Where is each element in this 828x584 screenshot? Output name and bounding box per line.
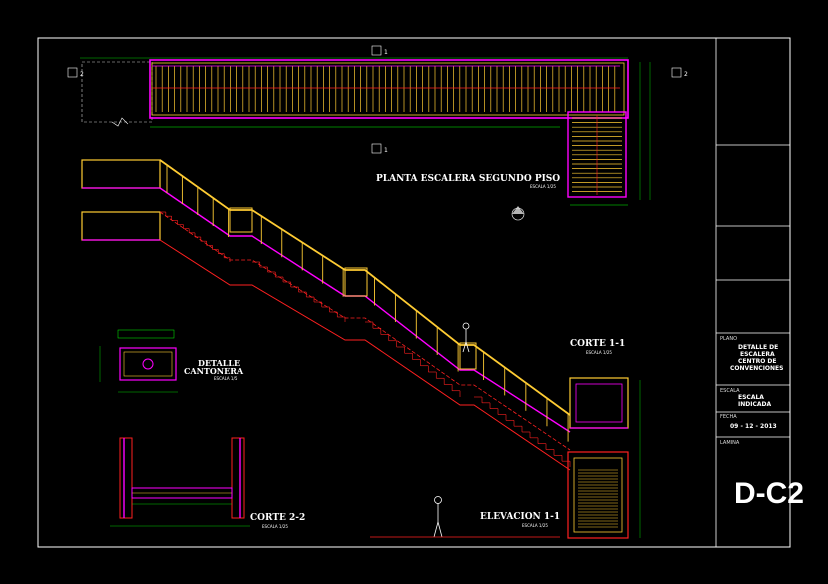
stair-stringer xyxy=(159,239,571,471)
elevation-title: ELEVACION 1-1 xyxy=(480,512,561,522)
plan-outline xyxy=(149,59,629,119)
project-line-4: CONVENCIONES xyxy=(730,365,784,372)
elevation-view xyxy=(81,159,571,538)
scale-label: ESCALA xyxy=(720,388,740,394)
section-mark-right: 2 xyxy=(684,71,688,78)
plan-title: PLANTA ESCALERA SEGUNDO PISO xyxy=(376,174,561,184)
stair-steps xyxy=(160,211,571,467)
detail-scale: ESCALA 1/5 xyxy=(214,376,238,381)
section-hatch xyxy=(578,469,618,528)
sheet-label: LAMINA xyxy=(720,440,740,446)
section-2-2-scale: ESCALA 1/25 xyxy=(262,524,288,529)
plan-treads xyxy=(155,66,616,112)
plan-view xyxy=(80,57,651,221)
date-label: FECHA xyxy=(720,414,737,420)
section-mark-bottom: 1 xyxy=(384,147,388,154)
scale-line-1: ESCALA xyxy=(738,394,764,401)
section-mark-top: 1 xyxy=(384,49,388,56)
scale-line-2: INDICADA xyxy=(738,401,772,408)
handrail-posts xyxy=(166,165,569,442)
section-1-1-view xyxy=(567,377,641,539)
project-line-2: ESCALERA xyxy=(740,351,775,358)
section-1-1-scale: ESCALA 1/25 xyxy=(586,350,612,355)
detail-cantonera-view xyxy=(99,329,178,393)
plan-scale: ESCALA 1/25 xyxy=(530,184,556,189)
sheet-border xyxy=(37,37,791,548)
section-mark-left: 2 xyxy=(80,71,84,78)
sheet-code: D-C2 xyxy=(733,477,804,510)
human-figure-icon-2 xyxy=(433,496,443,538)
title-block-frame xyxy=(715,38,790,547)
project-line-3: CENTRO DE xyxy=(738,358,777,365)
human-figure-icon xyxy=(462,322,470,353)
handrail-upper xyxy=(159,159,571,416)
section-2-2-view xyxy=(110,437,250,527)
elevation-scale: ESCALA 1/25 xyxy=(522,523,548,528)
section-marks: 1 1 2 2 xyxy=(67,45,688,154)
detail-title-line2: CANTONERA xyxy=(184,366,244,376)
date-value: 09 - 12 - 2013 xyxy=(730,423,777,430)
handrail-lower xyxy=(159,187,571,433)
project-line-1: DETALLE DE xyxy=(738,344,779,351)
detail-title-line1: DETALLE xyxy=(198,358,241,368)
section-2-2-title: CORTE 2-2 xyxy=(250,513,306,523)
section-1-1-title: CORTE 1-1 xyxy=(570,339,626,349)
project-label: PLANO xyxy=(720,336,738,342)
